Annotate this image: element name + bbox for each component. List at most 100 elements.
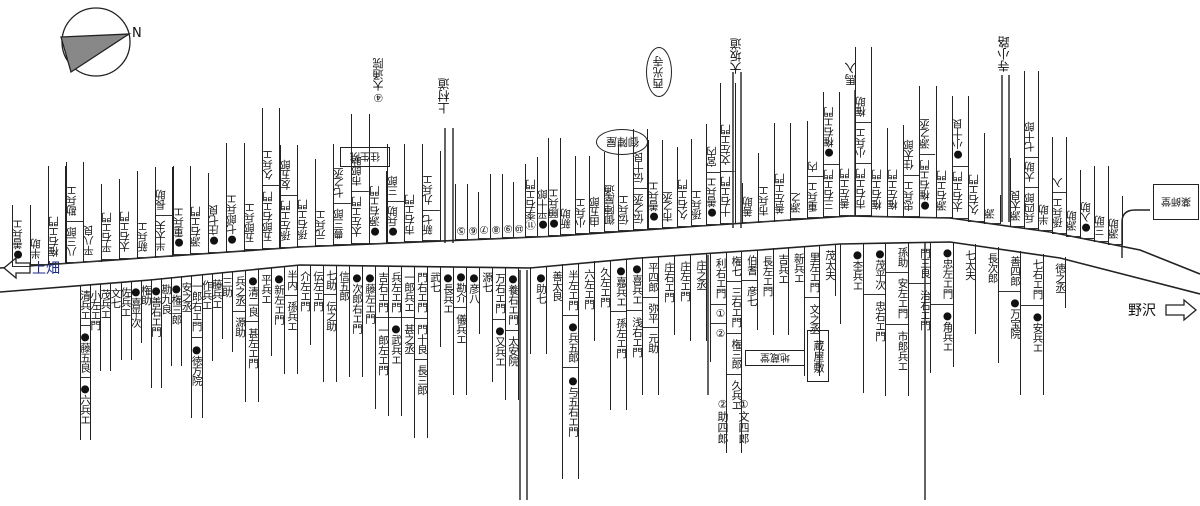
lot-name: 一郎左エ門 — [377, 324, 388, 375]
lot-name: 源之 — [791, 189, 807, 220]
upper-lot: 新七九兵エ — [422, 151, 441, 242]
lot-name: 茂太夫 — [824, 250, 835, 281]
upper-lot: 権右エ門 — [871, 145, 889, 217]
lot-name: 源之丞 — [920, 113, 936, 155]
place-kamihata: 上畑 — [32, 261, 60, 277]
lot-name: ●又兵エ — [494, 324, 505, 367]
lot-name: ●忠左エ門 — [931, 242, 953, 306]
lower-lot: ●助七 — [530, 267, 547, 355]
lot-name: 半左エ門 — [563, 264, 578, 317]
lot-name: 新兵エ — [792, 252, 804, 283]
upper-lot: 太右エ門 — [119, 179, 138, 260]
lot-name: 小兵エ — [575, 193, 590, 235]
lot-name: ●六兵エ — [81, 383, 91, 425]
lot-name: 豊三郎 — [334, 204, 351, 246]
lot-name: 五郎右エ門 — [262, 186, 280, 250]
lower-lot: 門右エ門門十良長三郎 — [414, 266, 428, 438]
lower-lot: 長左エ門 — [756, 249, 774, 330]
lower-lot: 武七 — [427, 266, 441, 307]
lot-name: ⑩ — [514, 218, 525, 238]
lot-name: 市郎助 — [351, 151, 369, 193]
lot-name: ●養右エ門 — [506, 268, 518, 331]
lot-name: 半太夫 — [155, 215, 173, 257]
lot-name: ●善兵エ — [648, 177, 663, 230]
saikoji-temple: 西光寺 — [646, 47, 672, 97]
upper-lot: ●善兵エ宮内 — [705, 124, 722, 226]
lot-name: 信五郎 — [338, 271, 349, 302]
lot-name: 権左エ門 — [888, 164, 904, 217]
lot-name: 介左エ門 — [299, 271, 310, 312]
lower-lot: 伝左エ門 — [310, 265, 324, 346]
lot-name: ① — [711, 305, 726, 324]
upper-lot: 源助 — [1066, 196, 1081, 237]
upper-lot: ●重兵エ — [172, 166, 192, 256]
lot-name: 勘九良 — [162, 283, 172, 314]
lower-lot: 一郎兵エ甚之丞 — [401, 266, 415, 379]
lot-name: 権右エ門 — [48, 212, 66, 265]
upper-lot: 善左エ門 — [774, 122, 792, 221]
yakushido-temple: 薬師堂 — [1153, 184, 1199, 220]
lot-name: 久兵エ — [730, 380, 742, 411]
lot-name: 甚之丞 — [403, 323, 414, 354]
lot-name: ●清二良 — [246, 270, 258, 322]
upper-lot: 権右エ門 — [47, 166, 67, 265]
temple-path — [1121, 209, 1150, 258]
jizodo-shrine: 地蔵堂 — [745, 350, 805, 366]
lot-name: 善四郎 — [998, 251, 1020, 292]
lot-name: 武七 — [429, 271, 440, 292]
lot-name: 徳之丞 — [1054, 262, 1065, 293]
lower-lot: ●嘉兵エ孫左エ門 — [610, 260, 627, 410]
lower-lot: ●藤左エ門 — [362, 265, 376, 339]
lot-name: 文左エ門 — [721, 120, 735, 173]
lot-name: 孫左エ門 — [615, 318, 626, 358]
lot-name: ⑪李右エ門 — [526, 174, 537, 238]
lower-lot: 信五郎 — [336, 265, 350, 326]
lot-name: 忠兵エ — [904, 176, 920, 218]
lower-lot: ●忠左エ門●角兵エ — [930, 242, 954, 368]
upper-lot: 孫兵エ — [691, 139, 707, 227]
upper-lot: 伝之丞伝十良 — [632, 129, 649, 231]
lot-name: 門右エ門 — [415, 267, 427, 319]
upper-lot: 半助 — [29, 207, 49, 266]
lot-name: 市右エ門 — [405, 190, 423, 243]
upper-lot: 源助 — [1108, 196, 1123, 245]
upper-lot: ●兵助三郎 — [386, 143, 406, 243]
lot-name: 藤兵エ — [212, 278, 222, 309]
lot-name: ●源右エ門 — [369, 180, 387, 244]
lot-name: 里左エ門 — [804, 246, 820, 299]
lot-name: ② — [714, 327, 726, 340]
lot-name: 市之丞 — [663, 187, 677, 229]
upper-lot: ●源右エ門 — [368, 170, 388, 244]
lot-name: 長助 — [155, 185, 173, 216]
lot-name: 長三郎 — [416, 365, 427, 396]
upper-lot: 平右エ門 — [101, 198, 120, 261]
upper-lot: 五郎兵エ — [243, 179, 263, 251]
lot-name: 新兵エ — [137, 216, 155, 258]
lot-name: 大助 — [1025, 158, 1038, 189]
upper-lot: 豊三郎七之丞 — [333, 144, 352, 246]
lot-name: 善左エ門 — [839, 164, 855, 217]
upper-lot: 御陣屋通 — [603, 152, 620, 233]
lot-name: 伝十良 — [633, 148, 648, 190]
lot-name: ●善右エ門 — [151, 285, 162, 337]
upper-lot: 孫兵エ入 — [1052, 136, 1067, 234]
upper-lot: 源之 — [790, 170, 808, 220]
lower-lot: ●杢兵エ — [840, 243, 864, 324]
upper-lot: 源太良 — [1010, 158, 1025, 228]
upper-lot: 新兵エ — [136, 170, 156, 258]
lot-name: 源太良 — [1011, 186, 1024, 228]
lot-name: 孫兵エ — [1053, 192, 1066, 234]
lot-name: 七助 — [324, 265, 336, 296]
lot-name: ●新左エ門 — [273, 273, 284, 325]
lot-name: 伝兵エ — [619, 190, 633, 232]
lot-name: 久左エ門 — [599, 267, 610, 308]
upper-lot: 半助 — [1038, 182, 1053, 232]
lot-name: 安之丞 — [182, 281, 192, 312]
lot-name: ●小十良 — [952, 115, 968, 168]
lot-name: ⑥ — [467, 220, 479, 240]
lot-name: ●善兵エ — [706, 173, 721, 226]
upper-lot: 小兵エ — [574, 156, 591, 235]
lot-name: 源右エ門 — [191, 202, 209, 255]
lot-name: 五郎兵エ — [244, 198, 262, 251]
yakushido-label: 薬師堂 — [1161, 194, 1191, 206]
